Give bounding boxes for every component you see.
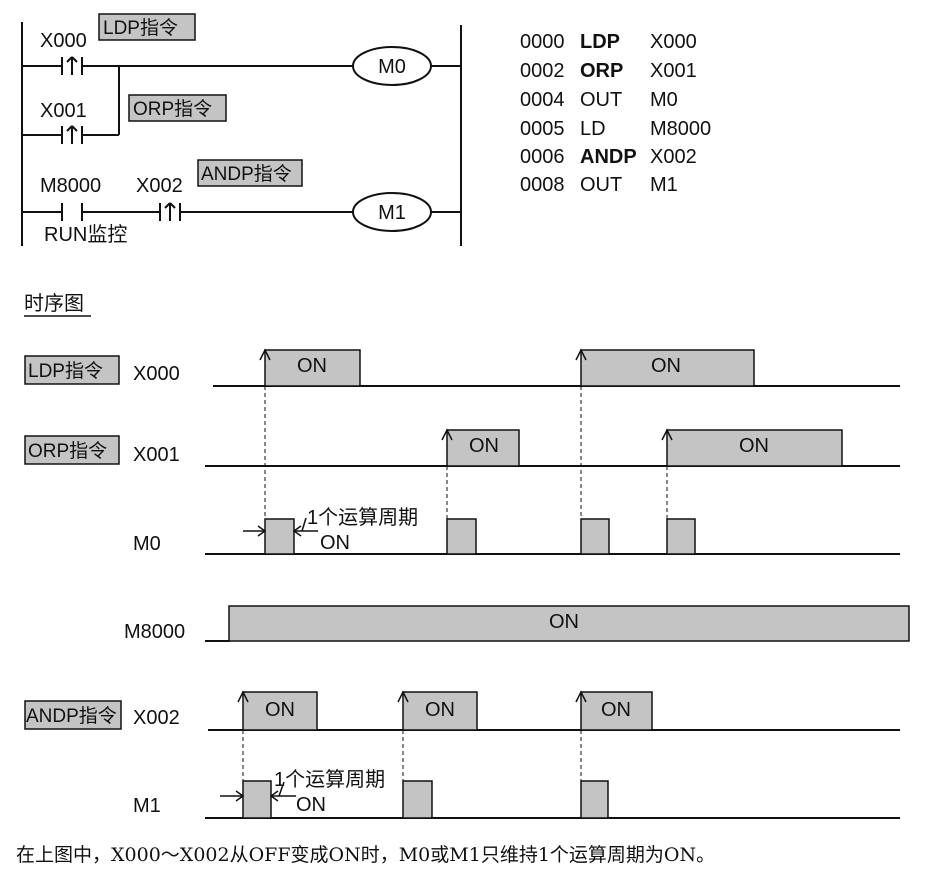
operand-1: X001 bbox=[650, 60, 697, 82]
coil-m0-label: M0 bbox=[378, 56, 406, 78]
row-m1-signal: M1 bbox=[133, 795, 161, 817]
step-5: 0008 bbox=[520, 174, 565, 196]
arrow-icon bbox=[237, 690, 249, 703]
step-3: 0005 bbox=[520, 118, 565, 140]
row-m8000-signal: M8000 bbox=[124, 621, 185, 643]
ldp-tag-box bbox=[98, 13, 196, 41]
scan-annotation-m1: 1个运算周期 ON bbox=[220, 768, 385, 816]
caption-text: 在上图中，X000～X002从OFF变成ON时，M0或M1只维持1个运算周期为O… bbox=[16, 844, 716, 866]
pulse-m8000 bbox=[228, 605, 910, 642]
pulse-m0-4 bbox=[666, 518, 696, 555]
contact-x000 bbox=[58, 56, 86, 75]
contact-x001 bbox=[58, 125, 86, 144]
pulse-m1-1 bbox=[242, 780, 272, 819]
instr-0: LDP bbox=[580, 31, 620, 53]
row-x001-tag-box bbox=[24, 435, 120, 465]
pulses-x000 bbox=[264, 349, 755, 387]
instr-4: ANDP bbox=[580, 146, 637, 168]
orp-tag-box bbox=[128, 94, 227, 122]
scan-note-m1-on: ON bbox=[296, 794, 326, 816]
arrow-icon bbox=[575, 690, 587, 703]
operand-4: X002 bbox=[650, 146, 697, 168]
instr-1: ORP bbox=[580, 60, 623, 82]
on-label: ON bbox=[297, 355, 327, 377]
pulse-m0-1 bbox=[264, 518, 295, 555]
ldp-tag-label: LDP指令 bbox=[103, 17, 178, 39]
pulses-x001 bbox=[446, 429, 843, 467]
row-x001-tag: ORP指令 bbox=[28, 440, 107, 462]
row-x000-tag: LDP指令 bbox=[28, 360, 103, 382]
pulse-x002-3 bbox=[580, 691, 653, 731]
orp-tag-label: ORP指令 bbox=[133, 98, 212, 120]
andp-tag-box bbox=[197, 159, 303, 187]
rising-edge-arrows bbox=[237, 348, 673, 703]
pulse-x002-1 bbox=[242, 691, 318, 731]
scan-note-m0-on: ON bbox=[320, 532, 350, 554]
row-x001-signal: X001 bbox=[133, 444, 180, 466]
run-monitor-label: RUN监控 bbox=[44, 223, 127, 246]
pulse-m1-2 bbox=[402, 780, 433, 819]
dashed-guides bbox=[242, 386, 668, 781]
pulse-m1-3 bbox=[580, 780, 609, 819]
row-x002-tag: ANDP指令 bbox=[26, 705, 117, 727]
on-label: ON bbox=[739, 435, 769, 457]
instr-3: LD bbox=[580, 118, 606, 140]
operand-3: M8000 bbox=[650, 118, 711, 140]
pulse-m0-2 bbox=[446, 518, 477, 555]
scan-annotation-m0: 1个运算周期 ON bbox=[243, 506, 418, 554]
pulse-x000-2 bbox=[580, 349, 755, 387]
operand-2: M0 bbox=[650, 89, 678, 111]
pulse-x000-1 bbox=[264, 349, 361, 387]
arrow-icon bbox=[575, 348, 587, 361]
coil-m1 bbox=[352, 192, 432, 232]
pulses-m1 bbox=[242, 780, 609, 819]
row-x000-tag-box bbox=[24, 355, 120, 385]
contact-m8000 bbox=[58, 203, 86, 221]
step-2: 0004 bbox=[520, 89, 565, 111]
scan-note-m0: 1个运算周期 bbox=[307, 506, 418, 529]
on-label: ON bbox=[425, 699, 455, 721]
row-x002-tag-box bbox=[24, 700, 122, 730]
step-4: 0006 bbox=[520, 146, 565, 168]
on-label: ON bbox=[651, 355, 681, 377]
coil-m1-label: M1 bbox=[378, 202, 406, 224]
contact-x002 bbox=[156, 202, 184, 221]
instr-5: OUT bbox=[580, 174, 622, 196]
andp-tag-label: ANDP指令 bbox=[201, 163, 292, 185]
pulse-m0-3 bbox=[580, 518, 610, 555]
scan-note-m1: 1个运算周期 bbox=[274, 768, 385, 791]
instruction-list: 0000 LDP X000 0002 ORP X001 0004 OUT M0 … bbox=[520, 31, 711, 196]
coil-m0 bbox=[352, 46, 432, 86]
pulse-x001-1 bbox=[446, 429, 520, 467]
pulses-m0 bbox=[264, 518, 696, 555]
arrow-icon bbox=[397, 690, 409, 703]
row-m0-signal: M0 bbox=[133, 533, 161, 555]
ladder-diagram bbox=[21, 22, 462, 246]
contact-m8000-label: M8000 bbox=[40, 175, 101, 197]
row-x002-signal: X002 bbox=[133, 707, 180, 729]
pulses-x002 bbox=[242, 691, 653, 731]
arrow-icon bbox=[661, 428, 673, 441]
contact-x002-label: X002 bbox=[136, 175, 183, 197]
on-label: ON bbox=[469, 435, 499, 457]
pulse-x001-2 bbox=[666, 429, 843, 467]
contact-x000-label: X000 bbox=[40, 30, 87, 52]
arrow-icon bbox=[441, 428, 453, 441]
operand-0: X000 bbox=[650, 31, 697, 53]
step-0: 0000 bbox=[520, 31, 565, 53]
step-1: 0002 bbox=[520, 60, 565, 82]
on-label: ON bbox=[549, 611, 579, 633]
arrow-icon bbox=[259, 348, 271, 361]
on-label: ON bbox=[601, 699, 631, 721]
contact-x001-label: X001 bbox=[40, 100, 87, 122]
instr-2: OUT bbox=[580, 89, 622, 111]
row-x000-signal: X000 bbox=[133, 363, 180, 385]
timing-title: 时序图 bbox=[24, 292, 84, 315]
operand-5: M1 bbox=[650, 174, 678, 196]
pulse-x002-2 bbox=[402, 691, 478, 731]
on-label: ON bbox=[265, 699, 295, 721]
